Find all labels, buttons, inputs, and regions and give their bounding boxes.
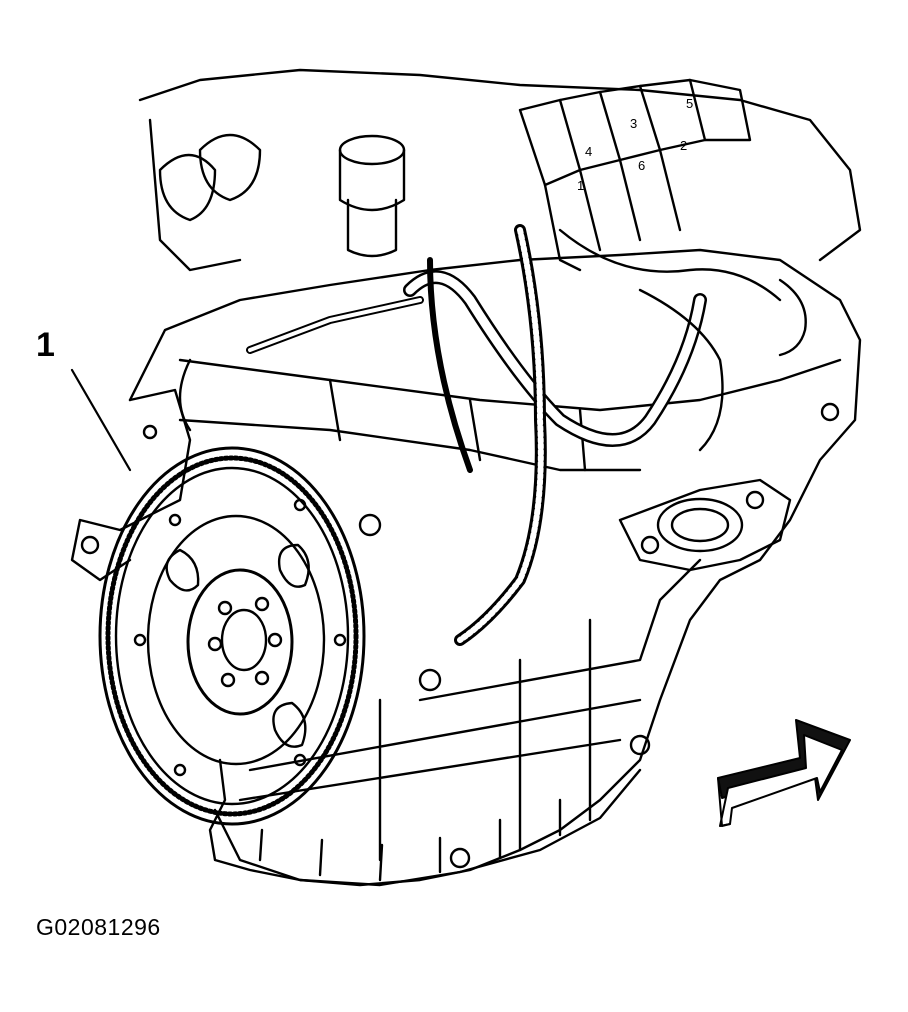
- engine-mount-bracket: [618, 478, 792, 572]
- coil-number-4: 4: [585, 144, 592, 159]
- callout-label-1: 1: [36, 326, 55, 364]
- figure-id: G02081296: [36, 914, 161, 940]
- flywheel: [98, 446, 366, 826]
- coil-number-6: 6: [638, 158, 645, 173]
- ignition-coil-bank: [518, 78, 752, 272]
- coil-number-5: 5: [686, 96, 693, 111]
- coil-number-3: 3: [630, 116, 637, 131]
- oil-pan: [213, 768, 642, 887]
- oil-filler-cap: [338, 134, 406, 258]
- bell-housing-flange: [70, 388, 192, 582]
- callout-1-leader-line: [70, 368, 132, 472]
- intake-manifold: [138, 68, 862, 262]
- coil-number-1: 1: [577, 178, 584, 193]
- coil-number-2: 2: [680, 138, 687, 153]
- arrow-right-icon: [717, 719, 851, 827]
